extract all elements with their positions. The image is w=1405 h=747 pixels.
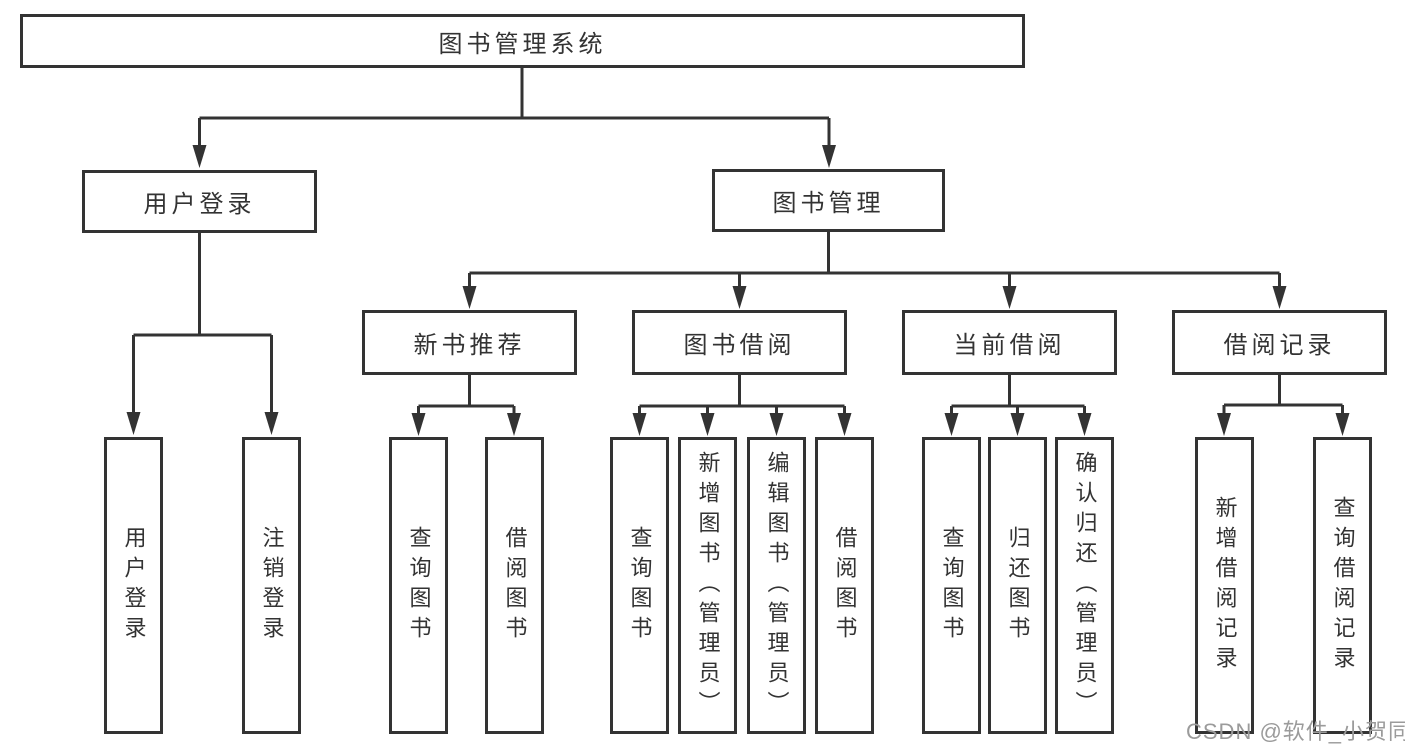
leaf-label: 查询借阅记录	[1330, 495, 1356, 676]
leaf-add-borrow-record: 新增借阅记录	[1195, 437, 1254, 734]
leaf-borrow-books-recommend: 借阅图书	[485, 437, 544, 734]
leaf-label: 查询图书	[406, 525, 432, 646]
node-new-book-recommend: 新书推荐	[362, 310, 577, 375]
leaf-label: 新增借阅记录	[1212, 495, 1238, 676]
connector-root-to-level2	[198, 68, 831, 150]
leaf-return-book: 归还图书	[988, 437, 1047, 734]
leaf-query-books-borrow: 查询图书	[610, 437, 669, 734]
leaf-label: 借阅图书	[832, 525, 858, 646]
leaf-add-book-admin: 新增图书（管理员）	[678, 437, 737, 734]
leaf-label: 查询图书	[939, 525, 965, 646]
leaf-label: 编辑图书（管理员）	[764, 450, 790, 721]
leaf-query-borrow-record: 查询借阅记录	[1313, 437, 1372, 734]
node-label: 用户登录	[143, 191, 256, 218]
leaf-user-login: 用户登录	[104, 437, 163, 734]
leaf-label: 注销登录	[259, 525, 285, 646]
leaf-label: 确认归还（管理员）	[1072, 450, 1098, 721]
leaf-label: 用户登录	[121, 525, 147, 646]
arrowheads	[126, 145, 1350, 436]
connector-user-login-branch	[132, 233, 273, 418]
connector-current-borrow-branch	[950, 375, 1086, 419]
leaf-label: 新增图书（管理员）	[695, 450, 721, 721]
leaf-label: 借阅图书	[502, 525, 528, 646]
node-label: 图书管理	[772, 190, 885, 217]
leaf-edit-book-admin: 编辑图书（管理员）	[747, 437, 806, 734]
leaf-label: 归还图书	[1005, 525, 1031, 646]
connector-book-borrow-branch	[638, 375, 846, 419]
node-label: 新书推荐	[413, 332, 526, 359]
node-label: 当前借阅	[953, 332, 1066, 359]
leaf-label: 查询图书	[627, 525, 653, 646]
node-current-borrow: 当前借阅	[902, 310, 1117, 375]
node-label: 图书管理系统	[438, 30, 607, 58]
node-user-login: 用户登录	[82, 170, 317, 233]
node-borrow-records: 借阅记录	[1172, 310, 1387, 375]
leaf-logout: 注销登录	[242, 437, 301, 734]
node-library-system: 图书管理系统	[20, 14, 1025, 68]
node-label: 图书借阅	[683, 332, 796, 359]
leaf-borrow-books: 借阅图书	[815, 437, 874, 734]
connector-new-book-branch	[417, 375, 516, 419]
leaf-query-books-current: 查询图书	[922, 437, 981, 734]
leaf-confirm-return-admin: 确认归还（管理员）	[1055, 437, 1114, 734]
node-book-management: 图书管理	[712, 169, 945, 232]
node-label: 借阅记录	[1223, 332, 1336, 359]
connector-book-mgmt-to-level3	[468, 232, 1281, 291]
csdn-watermark: CSDN @软件_小贺同学	[1186, 719, 1405, 744]
node-book-borrow: 图书借阅	[632, 310, 847, 375]
leaf-query-books-recommend: 查询图书	[389, 437, 448, 734]
connector-borrow-records-branch	[1222, 375, 1344, 419]
